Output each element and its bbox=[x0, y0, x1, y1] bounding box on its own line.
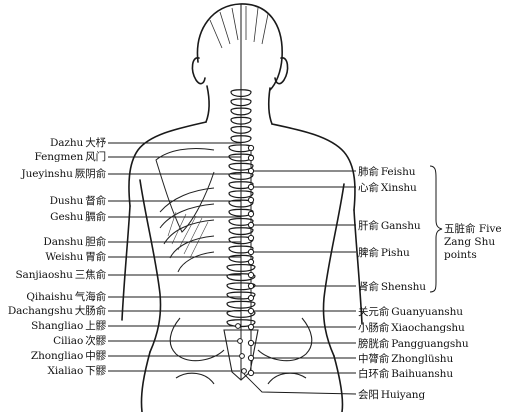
right-flank bbox=[323, 184, 344, 356]
acupoint-dot bbox=[248, 145, 253, 150]
sacral-foramen-dot bbox=[242, 369, 247, 374]
group-label-line1: 五脏俞 Five bbox=[444, 223, 516, 236]
left-arm bbox=[122, 206, 130, 320]
right-hip bbox=[334, 356, 343, 412]
acupoint-dot bbox=[248, 184, 253, 189]
acupoint-dot bbox=[248, 235, 253, 240]
acupoint-dot bbox=[248, 295, 253, 300]
acupoint-dot bbox=[248, 197, 253, 202]
sacral-foramen-dot bbox=[236, 324, 241, 329]
acupoint-dot bbox=[248, 168, 253, 173]
acupoint-dot bbox=[248, 324, 253, 329]
acupoint-dot bbox=[248, 308, 253, 313]
acupoint-dot bbox=[248, 340, 253, 345]
acupoint-dot bbox=[248, 259, 253, 264]
acupoint-dot bbox=[248, 272, 253, 277]
left-shoulder bbox=[129, 122, 206, 206]
head-outline bbox=[197, 4, 282, 90]
left-scapula bbox=[156, 148, 214, 232]
five-zang-shu-group-label: 五脏俞 Five Zang Shu points bbox=[444, 223, 516, 262]
neck-left bbox=[206, 86, 209, 122]
acupoint-dot bbox=[248, 370, 253, 375]
acupoint-dot bbox=[248, 222, 253, 227]
acupoint-dot bbox=[248, 155, 253, 160]
sacral-foramen-dot bbox=[238, 339, 243, 344]
acupoint-dot bbox=[248, 211, 253, 216]
left-hip bbox=[141, 352, 150, 412]
acupoint-dot bbox=[248, 283, 253, 288]
group-label-line2: Zang Shu points bbox=[444, 236, 516, 262]
neck-right bbox=[269, 88, 272, 124]
acupoint-dot bbox=[248, 355, 253, 360]
zang-shu-brace bbox=[430, 166, 442, 292]
acupoint-dot bbox=[248, 249, 253, 254]
sacral-foramen-dot bbox=[240, 354, 245, 359]
